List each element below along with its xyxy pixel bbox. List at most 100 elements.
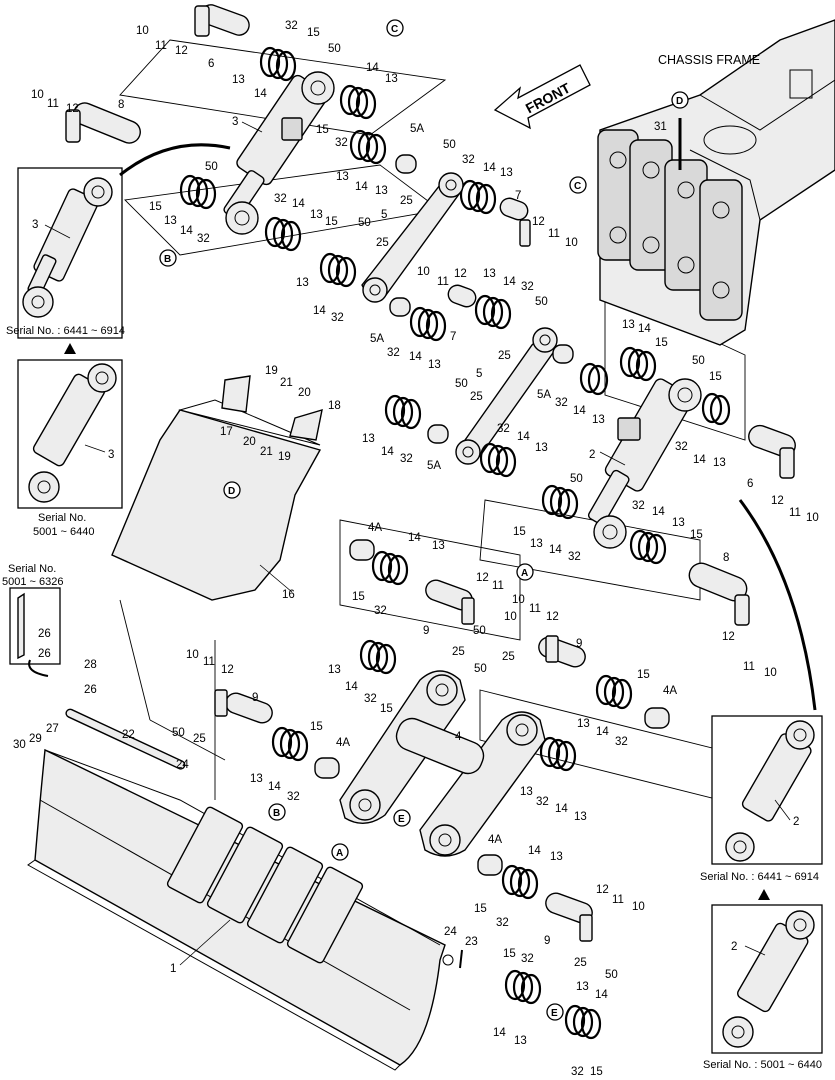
callout-14: 14 <box>381 446 394 458</box>
callout-13: 13 <box>483 268 496 280</box>
callout-19: 19 <box>265 365 278 377</box>
callout-25: 25 <box>470 391 483 403</box>
callout-15: 15 <box>325 216 338 228</box>
callout-30: 30 <box>13 739 26 751</box>
callout-5: 5 <box>476 368 482 380</box>
callout-32: 32 <box>331 312 344 324</box>
callout-14: 14 <box>254 88 267 100</box>
callout-25: 25 <box>452 646 465 658</box>
callout-23: 23 <box>465 936 478 948</box>
callout-13: 13 <box>428 359 441 371</box>
ref-marker-e-link: E <box>393 809 411 827</box>
ref-marker-d-chassis: D <box>671 91 689 109</box>
callout-12: 12 <box>454 268 467 280</box>
callout-13: 13 <box>328 664 341 676</box>
callout-50: 50 <box>473 625 486 637</box>
leader-lines <box>44 121 791 966</box>
callout-15: 15 <box>380 703 393 715</box>
callout-13: 13 <box>336 171 349 183</box>
callout-10: 10 <box>417 266 430 278</box>
callout-13: 13 <box>385 73 398 85</box>
callout-3: 3 <box>32 219 38 231</box>
callout-32: 32 <box>285 20 298 32</box>
callout-15: 15 <box>310 721 323 733</box>
callout-12: 12 <box>596 884 609 896</box>
callout-13: 13 <box>375 185 388 197</box>
callout-14: 14 <box>355 181 368 193</box>
callout-32: 32 <box>335 137 348 149</box>
pins-7 <box>447 197 531 308</box>
callout-32: 32 <box>555 397 568 409</box>
callout-14: 14 <box>180 225 193 237</box>
callout-20: 20 <box>243 436 256 448</box>
callout-3: 3 <box>232 116 238 128</box>
callout-10: 10 <box>632 901 645 913</box>
callout-10: 10 <box>565 237 578 249</box>
callout-13: 13 <box>577 718 590 730</box>
lower-hardware <box>442 854 602 1040</box>
callout-32: 32 <box>496 917 509 929</box>
callout-32: 32 <box>536 796 549 808</box>
callout-32: 32 <box>521 281 534 293</box>
callout-10: 10 <box>136 25 149 37</box>
callout-4A: 4A <box>336 737 350 749</box>
callout-12: 12 <box>66 103 79 115</box>
callout-12: 12 <box>175 45 188 57</box>
callout-25: 25 <box>193 733 206 745</box>
callout-32: 32 <box>287 791 300 803</box>
callout-11: 11 <box>743 661 755 673</box>
callout-25: 25 <box>400 195 413 207</box>
callout-25: 25 <box>574 957 587 969</box>
callout-13: 13 <box>574 811 587 823</box>
svg-text:E: E <box>398 814 405 825</box>
callout-13: 13 <box>310 209 323 221</box>
callout-14: 14 <box>596 726 609 738</box>
callout-26: 26 <box>84 684 97 696</box>
callout-22: 22 <box>122 729 135 741</box>
callout-13: 13 <box>232 74 245 86</box>
callout-28: 28 <box>84 659 97 671</box>
callout-15: 15 <box>690 529 703 541</box>
callout-12: 12 <box>546 611 559 623</box>
callout-10: 10 <box>31 89 44 101</box>
callout-20: 20 <box>298 387 311 399</box>
callout-11: 11 <box>548 228 560 240</box>
callout-3: 3 <box>108 449 114 461</box>
callout-15: 15 <box>513 526 526 538</box>
callout-12: 12 <box>476 572 489 584</box>
svg-text:B: B <box>273 808 280 819</box>
callout-11: 11 <box>612 894 624 906</box>
callout-15: 15 <box>503 948 516 960</box>
callout-14: 14 <box>573 405 586 417</box>
callout-13: 13 <box>164 215 177 227</box>
ref-marker-d-plate: D <box>223 481 241 499</box>
callout-32: 32 <box>632 500 645 512</box>
callout-14: 14 <box>313 305 326 317</box>
svg-text:A: A <box>336 848 343 859</box>
callout-9: 9 <box>252 692 258 704</box>
callout-14: 14 <box>693 454 706 466</box>
upper-pins-and-cylinder <box>65 4 335 235</box>
callout-6: 6 <box>747 478 753 490</box>
blade-1 <box>27 708 446 1071</box>
callout-16: 16 <box>282 589 295 601</box>
ref-marker-a-middle: A <box>516 563 534 581</box>
callout-18: 18 <box>328 400 341 412</box>
callout-11: 11 <box>203 656 215 668</box>
inset-left-upper <box>17 167 123 339</box>
ref-marker-b-upper: B <box>159 249 177 267</box>
callout-50: 50 <box>443 139 456 151</box>
callout-13: 13 <box>535 442 548 454</box>
callout-1: 1 <box>170 963 176 975</box>
callout-10: 10 <box>512 594 525 606</box>
serial-caption-bracket-1: Serial No. <box>8 563 56 575</box>
callout-12: 12 <box>221 664 234 676</box>
serial-caption-bracket-2: 5001 ~ 6326 <box>2 576 63 588</box>
callout-50: 50 <box>474 663 487 675</box>
callout-32: 32 <box>197 233 210 245</box>
callout-32: 32 <box>274 193 287 205</box>
cover-plate-16 <box>111 375 323 601</box>
svg-text:D: D <box>228 486 235 497</box>
part-callouts: 10 11 12 6 32 15 50 13 14 14 13 10 11 12… <box>13 20 819 1078</box>
